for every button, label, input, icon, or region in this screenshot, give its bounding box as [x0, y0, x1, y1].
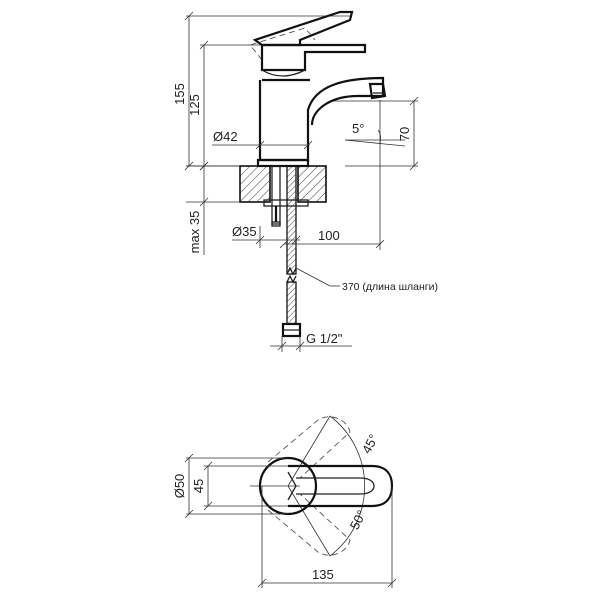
dim-body-height: 125 — [187, 94, 202, 116]
dim-body-diameter: Ø42 — [213, 129, 238, 144]
dim-thread: G 1/2" — [306, 331, 343, 346]
handle-rotated-down — [267, 493, 351, 556]
top-view: Ø50 45 45° 50° 135 — [172, 415, 397, 588]
dim-rotation-lower: 50° — [347, 508, 369, 532]
hose-lower — [286, 281, 297, 325]
dim-spout-height: 70 — [397, 127, 412, 141]
cartridge-cap — [260, 43, 367, 72]
dim-mount-diameter: Ø35 — [232, 224, 257, 239]
dim-rotation-upper: 45° — [359, 432, 381, 456]
handle-straight — [288, 464, 394, 508]
dim-spout-reach: 100 — [318, 228, 340, 243]
dim-total-height: 155 — [172, 83, 187, 105]
hose-upper — [286, 165, 297, 275]
countertop-left — [239, 165, 271, 203]
countertop-right — [297, 165, 327, 203]
mount-nut — [263, 199, 309, 207]
dim-base-diameter: Ø50 — [172, 474, 187, 499]
dim-total-length: 135 — [312, 567, 334, 582]
faucet-body — [258, 76, 385, 162]
dim-handle-width: 45 — [191, 479, 206, 493]
dim-hose-length: 370 (длина шланги) — [342, 281, 438, 293]
swing-arc — [329, 415, 365, 557]
side-view: 155 125 Ø42 5° 70 — [172, 10, 438, 352]
base-ring — [256, 158, 310, 168]
spout-tip — [368, 82, 387, 100]
handle-rotated-up — [267, 416, 351, 479]
mount-stud — [271, 165, 281, 225]
dim-max-thickness: max 35 — [187, 211, 202, 254]
dim-spout-angle: 5° — [352, 121, 364, 136]
